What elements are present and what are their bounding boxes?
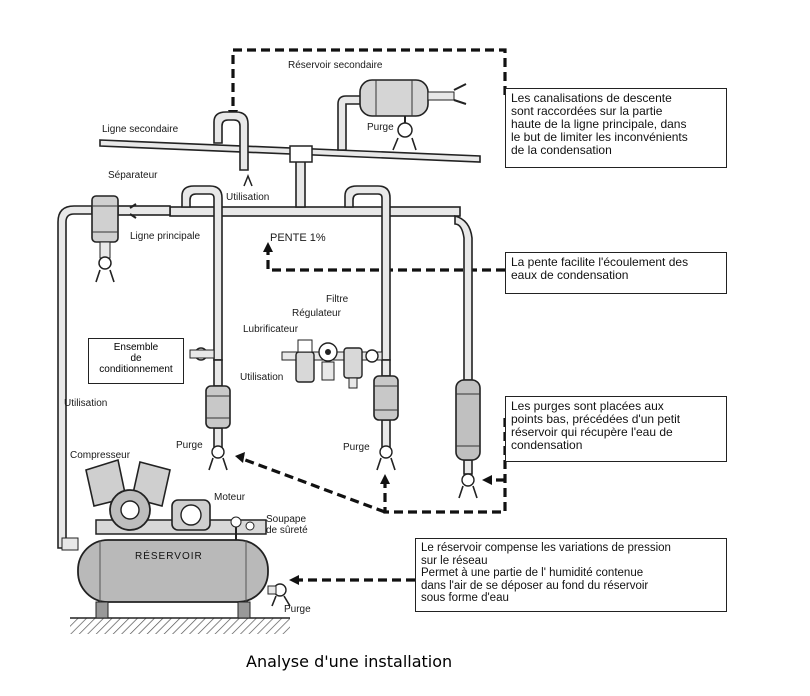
label-compresseur: Compresseur	[70, 450, 131, 461]
main-reservoir	[61, 537, 291, 619]
label-utilisation-left: Utilisation	[64, 398, 108, 409]
note-reservoir: Le réservoir compense les variations de …	[415, 538, 727, 612]
label-purge-bottom: Purge	[284, 604, 311, 615]
separator	[91, 195, 137, 283]
compressor-group	[85, 458, 267, 540]
note-purges: Les purges sont placées aux points bas, …	[505, 396, 727, 462]
label-utilisation-top: Utilisation	[226, 192, 270, 203]
secondary-reservoir	[359, 79, 467, 151]
tee-fitting	[289, 145, 313, 163]
label-purge-left: Purge	[176, 440, 203, 451]
note-line: Les purges sont placées aux	[511, 399, 664, 413]
note-canalisations: Les canalisations de descente sont racco…	[505, 88, 727, 168]
ground-hatch	[70, 618, 290, 634]
note-line: sur le réseau	[421, 554, 488, 567]
note-line: réservoir qui récupère l'eau de	[511, 425, 673, 439]
ensemble-conditionnement-box: Ensemble de conditionnement	[88, 338, 184, 384]
label-moteur: Moteur	[214, 492, 246, 503]
label-separateur: Séparateur	[108, 170, 158, 181]
filtre-unit	[343, 347, 363, 379]
note-line: condensation	[511, 438, 583, 452]
note-line: haute de la ligne principale, dans	[511, 117, 687, 131]
note-line: Les canalisations de descente	[511, 91, 672, 105]
note-line: le but de limiter les inconvénients	[511, 130, 688, 144]
label-purge-mid: Purge	[343, 442, 370, 453]
diagram-caption: Analyse d'une installation	[246, 652, 453, 671]
label-filtre: Filtre	[326, 294, 349, 305]
label-reservoir: RÉSERVOIR	[135, 551, 203, 562]
middle-drop-equipment	[281, 339, 399, 471]
note-line: Le réservoir compense les variations de …	[421, 542, 671, 554]
label-surete: de sûreté	[266, 525, 308, 536]
label-regulateur: Régulateur	[292, 308, 341, 319]
note-line: dans l'air de se déposer au fond du rése…	[421, 579, 649, 592]
label-ligne-principale: Ligne principale	[130, 231, 201, 242]
note-line: eaux de condensation	[511, 268, 629, 282]
right-drop-equipment	[455, 379, 481, 499]
label-pente: PENTE 1%	[270, 232, 326, 244]
note-line: de la condensation	[511, 143, 612, 157]
note-line: La pente facilite l'écoulement des	[511, 255, 689, 269]
note-line: Permet à une partie de l' humidité conte…	[421, 567, 644, 579]
left-drop-equipment	[189, 347, 231, 471]
label-purge-secondaire: Purge	[367, 122, 394, 133]
label-ligne-secondaire: Ligne secondaire	[102, 124, 179, 135]
label-soupape: Soupape	[266, 514, 307, 525]
label-reservoir-secondaire: Réservoir secondaire	[288, 60, 383, 71]
label-lubrificateur: Lubrificateur	[243, 324, 299, 335]
note-line: sous forme d'eau	[421, 592, 509, 604]
note-line: points bas, précédées d'un petit	[511, 412, 681, 426]
ensemble-line: de	[130, 353, 142, 364]
label-utilisation-mid: Utilisation	[240, 372, 284, 383]
note-pente: La pente facilite l'écoulement des eaux …	[505, 252, 727, 294]
ensemble-line: Ensemble	[113, 342, 159, 353]
lubrificateur-unit	[295, 351, 315, 383]
note-line: sont raccordées sur la partie	[511, 104, 663, 118]
ensemble-line: conditionnement	[99, 364, 173, 375]
